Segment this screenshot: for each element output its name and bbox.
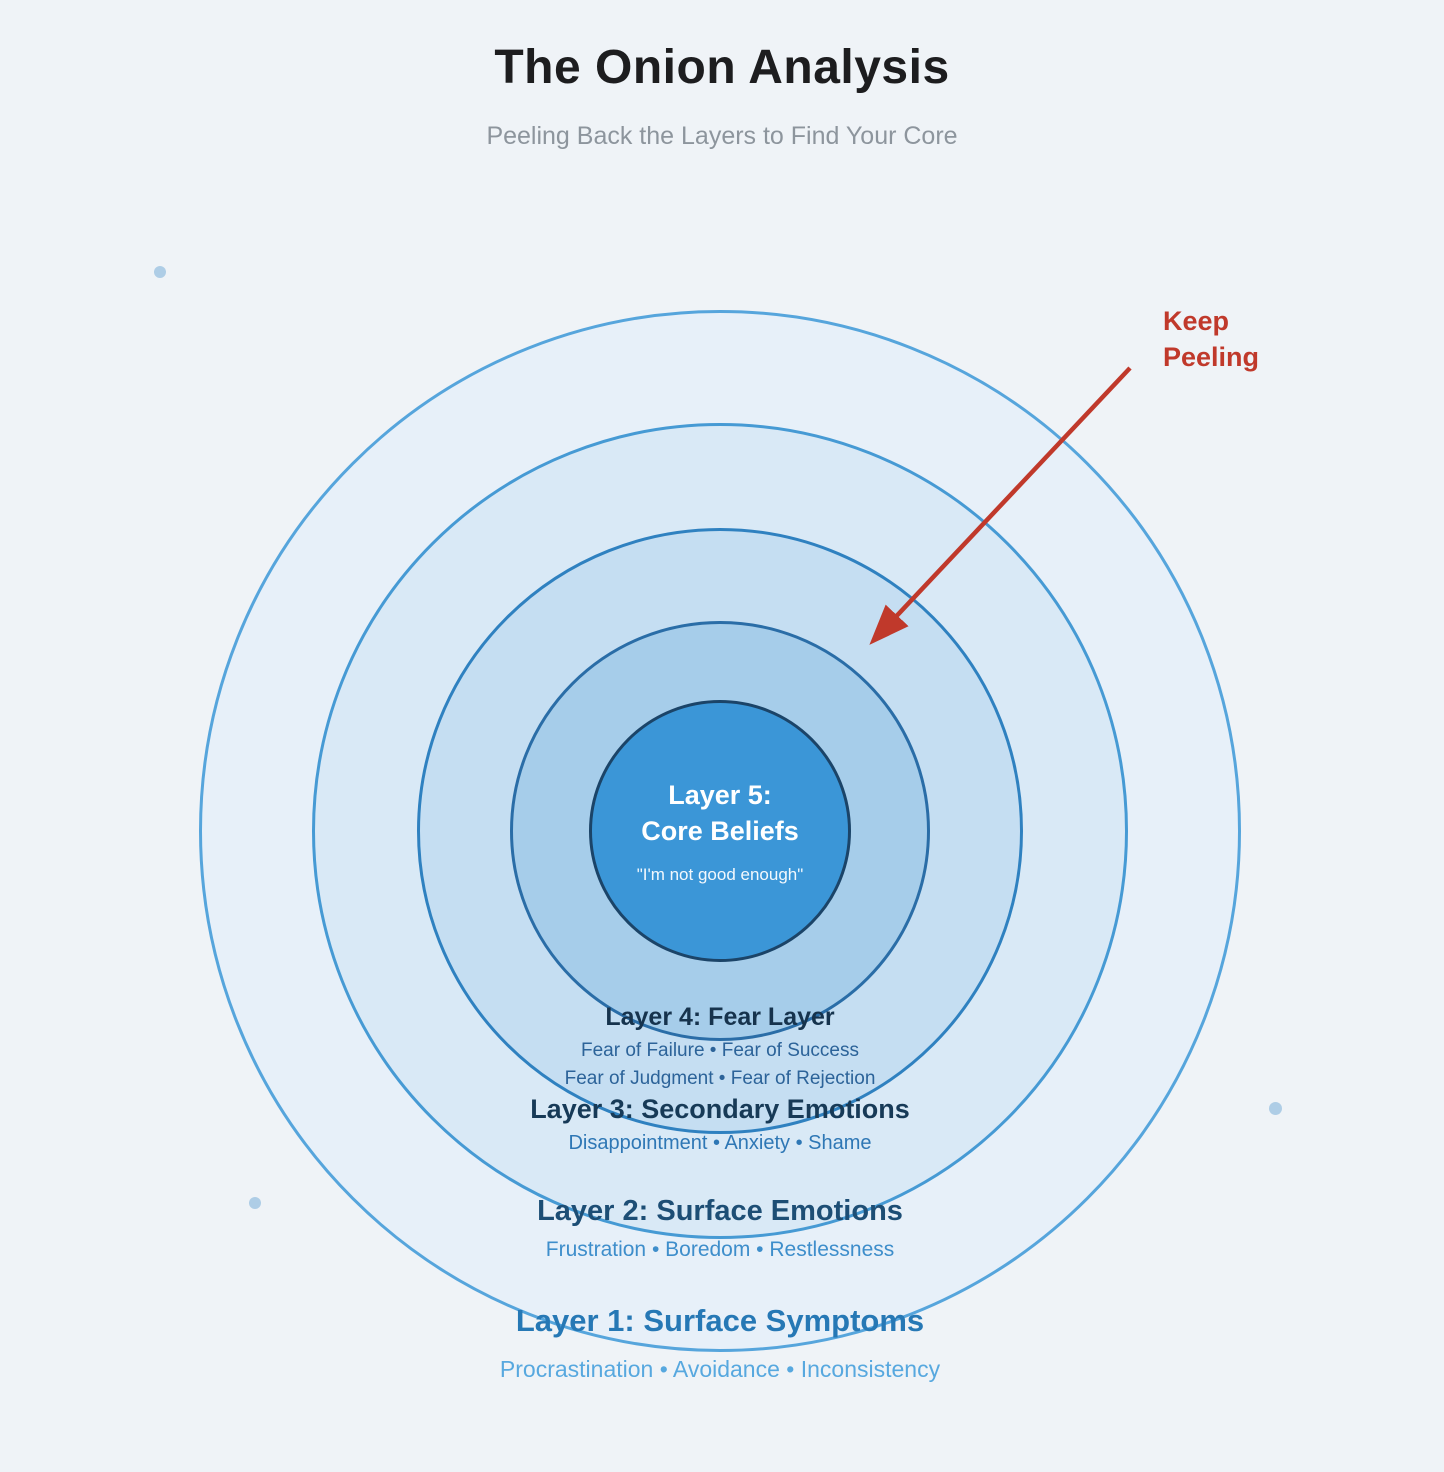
layer-2-title: Layer 2: Surface Emotions [537, 1195, 903, 1227]
layer-2-detail: Frustration • Boredom • Restlessness [545, 1238, 895, 1261]
layer-1-title: Layer 1: Surface Symptoms [515, 1303, 925, 1338]
core-belief-quote: "I'm not good enough" [636, 865, 804, 885]
decorative-dot [154, 266, 166, 278]
page-subtitle: Peeling Back the Layers to Find Your Cor… [486, 122, 958, 150]
decorative-dot [1269, 1102, 1282, 1115]
layer-1-detail: Procrastination • Avoidance • Inconsiste… [499, 1356, 941, 1382]
core-title-line1: Layer 5: [668, 779, 772, 810]
layer-4-detail-2: Fear of Judgment • Fear of Rejection [564, 1068, 876, 1089]
keep-peeling-label: Keep Peeling [1163, 303, 1259, 376]
page-title: The Onion Analysis [494, 41, 950, 94]
core-title-line2: Core Beliefs [641, 816, 799, 846]
layer-4-title: Layer 4: Fear Layer [605, 1003, 835, 1031]
decorative-dot [249, 1197, 261, 1209]
layer-3-title: Layer 3: Secondary Emotions [530, 1094, 910, 1124]
layer-4-detail-1: Fear of Failure • Fear of Success [580, 1040, 860, 1061]
keep-peeling-line2: Peeling [1163, 342, 1260, 373]
keep-peeling-line1: Keep [1163, 306, 1230, 336]
layer-5-core-circle: Layer 5: Core Beliefs "I'm not good enou… [589, 700, 851, 962]
layer-3-detail: Disappointment • Anxiety • Shame [568, 1132, 872, 1154]
